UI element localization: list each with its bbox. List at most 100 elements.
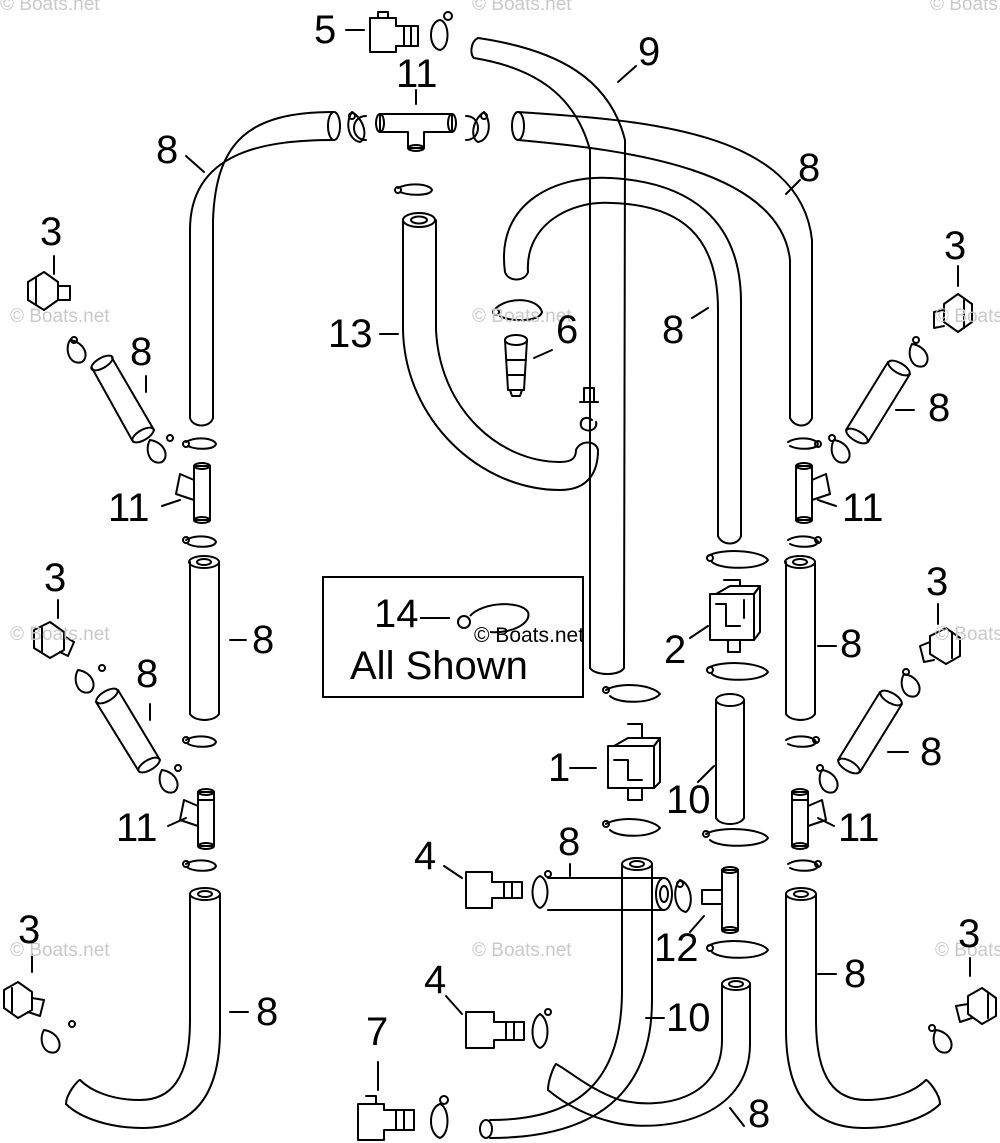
clamp-right-2c xyxy=(785,735,820,748)
watermark: © Boats.net xyxy=(10,624,110,645)
clamp-left-2d xyxy=(182,859,217,872)
clamp-left-2c xyxy=(182,735,217,748)
callout-8-mid-center: 8 xyxy=(662,308,685,352)
clamp-top-right xyxy=(472,111,490,143)
hose-10-center xyxy=(715,693,745,825)
leader-lines xyxy=(31,29,971,1127)
hose-8-right-small-2 xyxy=(837,689,903,775)
callout-1: 1 xyxy=(548,746,571,790)
callout-11-right-1: 11 xyxy=(842,486,884,530)
connector-3-right-1 xyxy=(933,293,973,333)
hose-8-top-left xyxy=(189,111,341,427)
clamp-left-1a xyxy=(66,336,87,364)
callout-8-left-bottom: 8 xyxy=(256,990,279,1034)
clamp-4-lower xyxy=(531,1008,552,1049)
watermark: © Boats.net xyxy=(935,624,1000,645)
clamp-right-2b xyxy=(816,764,839,794)
hose-8-bottom xyxy=(547,977,751,1127)
connector-3-left-2 xyxy=(33,621,75,659)
callout-13: 13 xyxy=(328,312,373,356)
clamp-right-1c xyxy=(787,437,822,450)
clamp-1-top xyxy=(602,684,661,703)
callout-10-center: 10 xyxy=(666,778,711,822)
hose-8-left-small-2 xyxy=(95,687,161,774)
tee-fitting-11-right-2 xyxy=(791,788,827,850)
hose-13 xyxy=(402,212,599,491)
watermark: © Boats.net xyxy=(10,940,110,961)
callout-8-right-hose-2: 8 xyxy=(840,622,863,666)
callout-4-lower: 4 xyxy=(424,958,447,1002)
clamp-13-top xyxy=(394,183,433,196)
hose-9 xyxy=(470,37,626,675)
callout-8-left-small-2: 8 xyxy=(136,652,159,696)
clamp-top-left xyxy=(347,111,366,143)
clamp-14-icon xyxy=(420,603,530,634)
clamp-left-1d xyxy=(182,535,217,548)
callout-3-right-2: 3 xyxy=(926,560,949,604)
callout-3-right-1: 3 xyxy=(944,224,967,268)
connector-3-left-3 xyxy=(3,981,45,1019)
hose-10-bottom xyxy=(479,857,653,1139)
callout-10-bottom: 10 xyxy=(666,996,711,1040)
tee-fitting-11-right-1 xyxy=(795,462,831,524)
callout-9: 9 xyxy=(638,30,661,74)
callout-8-top-right: 8 xyxy=(798,146,821,190)
hose-8-right-bottom xyxy=(785,887,941,1129)
clamp-2-top xyxy=(706,550,769,569)
tee-fitting-12 xyxy=(701,866,739,934)
watermark: © Boats.net xyxy=(472,306,572,327)
small-fitting xyxy=(579,387,599,432)
callout-12: 12 xyxy=(654,926,699,970)
callout-2: 2 xyxy=(664,628,687,672)
callout-8-right-bottom: 8 xyxy=(844,952,867,996)
clamp-1-bottom xyxy=(602,818,661,837)
clamp-right-1d xyxy=(787,535,822,548)
callout-3-left-2: 3 xyxy=(44,556,67,600)
watermark: © Boats.net xyxy=(472,0,572,15)
fuel-filter-2 xyxy=(709,579,761,653)
elbow-fitting-7 xyxy=(357,1095,415,1141)
note-text: All Shown xyxy=(350,644,528,688)
callout-11-right-2: 11 xyxy=(838,806,880,850)
hose-8-center xyxy=(502,176,742,545)
tee-fitting-11-top xyxy=(353,113,479,152)
connector-3-left-1 xyxy=(27,271,71,311)
note-number: 14 xyxy=(374,592,419,636)
hose-8-top-right xyxy=(511,111,813,427)
callout-8-bottom: 8 xyxy=(748,1092,771,1136)
connector-3-right-3 xyxy=(955,987,997,1025)
hose-8-right-vertical xyxy=(784,555,816,721)
clamp-12-bottom xyxy=(706,940,769,959)
clamp-7 xyxy=(430,1095,449,1139)
callout-8-top-left: 8 xyxy=(156,128,179,172)
tee-fitting-11-left-1 xyxy=(175,462,211,524)
clamp-left-2b xyxy=(158,764,182,794)
note-box: 14 © Boats.net All Shown xyxy=(322,576,584,698)
watermark: © Boats.net xyxy=(10,306,110,327)
callout-6: 6 xyxy=(556,308,579,352)
clamp-left-1b xyxy=(146,434,174,464)
hose-8-left-small-1 xyxy=(90,354,155,444)
callout-7: 7 xyxy=(366,1010,389,1054)
elbow-fitting-4-lower xyxy=(465,1011,525,1049)
tee-fitting-11-left-2 xyxy=(179,788,215,850)
callout-5: 5 xyxy=(314,8,337,52)
clamp-2-bottom xyxy=(706,662,769,681)
fitting-6 xyxy=(504,334,528,397)
clamp-4-upper xyxy=(531,870,552,909)
callout-11-top: 11 xyxy=(396,52,438,96)
clamp-right-3 xyxy=(928,1024,953,1054)
watermark: © Boats.net xyxy=(0,0,100,15)
callout-8-left-small-1: 8 xyxy=(130,330,153,374)
connector-3-right-2 xyxy=(919,627,961,665)
callout-8-right-small-2: 8 xyxy=(920,730,943,774)
watermark: © Boats.net xyxy=(935,940,1000,961)
note-watermark: © Boats.net xyxy=(474,624,585,647)
hose-8-left-bottom xyxy=(65,887,221,1129)
elbow-fitting-4-upper xyxy=(465,871,523,909)
callout-4-upper: 4 xyxy=(414,834,437,878)
watermark: © Boats.net xyxy=(935,306,1000,327)
callout-11-left-1: 11 xyxy=(108,486,150,530)
watermark: © Boats.net xyxy=(472,940,572,961)
